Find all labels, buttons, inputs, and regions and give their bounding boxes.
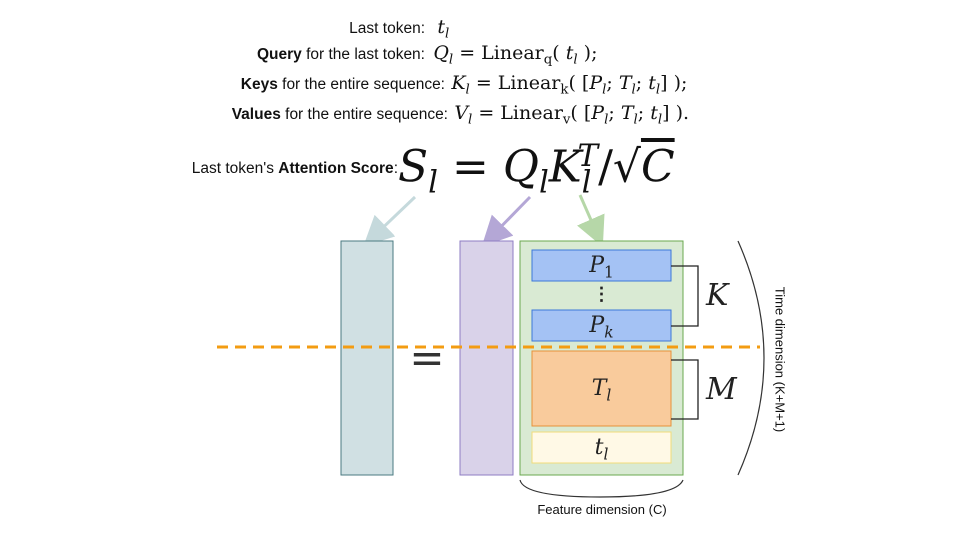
score-label: Last token's Attention Score:	[0, 160, 398, 178]
feature-dimension-brace	[519, 479, 684, 498]
score-arrow	[363, 195, 417, 247]
query-arrow	[481, 195, 532, 247]
attention-score-expr: Sl = QlKlT/√C	[398, 138, 675, 201]
score-label-pre: Last token's	[191, 160, 279, 177]
m-bracket-label: M	[706, 372, 737, 407]
query-vector-box	[459, 240, 514, 476]
last-token-line: Last token: tl	[0, 16, 449, 42]
values-line: Values for the entire sequence: Vl = Lin…	[0, 102, 689, 128]
m-bracket	[671, 359, 699, 420]
tl-lower-block	[531, 431, 672, 464]
tl-upper-label: Tl	[591, 376, 612, 405]
pk-label: Pk	[589, 313, 614, 342]
k-bracket	[671, 265, 699, 327]
p1-block	[531, 249, 672, 282]
query-label: Query for the last token:	[0, 46, 425, 64]
score-label-post: :	[393, 160, 398, 177]
feature-dimension-label: Feature dimension (C)	[537, 502, 667, 517]
keys-line: Keys for the entire sequence: Kl = Linea…	[0, 72, 688, 98]
time-dimension-label: Time dimension (K+M+1)	[772, 286, 788, 433]
time-dimension-brace	[737, 240, 765, 476]
equals-sign: =	[409, 333, 444, 382]
values-label: Values for the entire sequence:	[0, 106, 448, 124]
values-expr: Vl = Linearv( [Pl; Tl; tl] ).	[454, 102, 690, 128]
query-label-bold: Query	[256, 46, 302, 63]
query-expr: Ql = Linearq( tl );	[433, 42, 598, 68]
tl-lower-label: tl	[594, 435, 609, 464]
query-label-rest: for the last token:	[301, 46, 425, 63]
key-arrow	[577, 194, 605, 247]
p1-label: P1	[589, 253, 614, 282]
score-vector-box	[340, 240, 394, 476]
keys-label: Keys for the entire sequence:	[0, 76, 445, 94]
values-label-rest: for the entire sequence:	[280, 106, 448, 123]
pk-block	[531, 309, 672, 342]
tl-upper-block	[531, 350, 672, 427]
k-bracket-label: K	[706, 278, 729, 313]
keys-label-bold: Keys	[240, 76, 278, 93]
last-token-label: Last token:	[349, 20, 425, 37]
score-label-line: Last token's Attention Score:	[0, 160, 398, 178]
values-label-bold: Values	[231, 106, 281, 123]
keys-expr: Kl = Lineark( [Pl; Tl; tl] );	[451, 72, 688, 98]
score-label-bold: Attention Score	[278, 160, 394, 177]
vertical-dots: ⋮	[592, 284, 611, 305]
last-token-expr: tl	[437, 16, 450, 42]
keys-label-rest: for the entire sequence:	[277, 76, 445, 93]
query-line: Query for the last token: Ql = Linearq( …	[0, 42, 598, 68]
